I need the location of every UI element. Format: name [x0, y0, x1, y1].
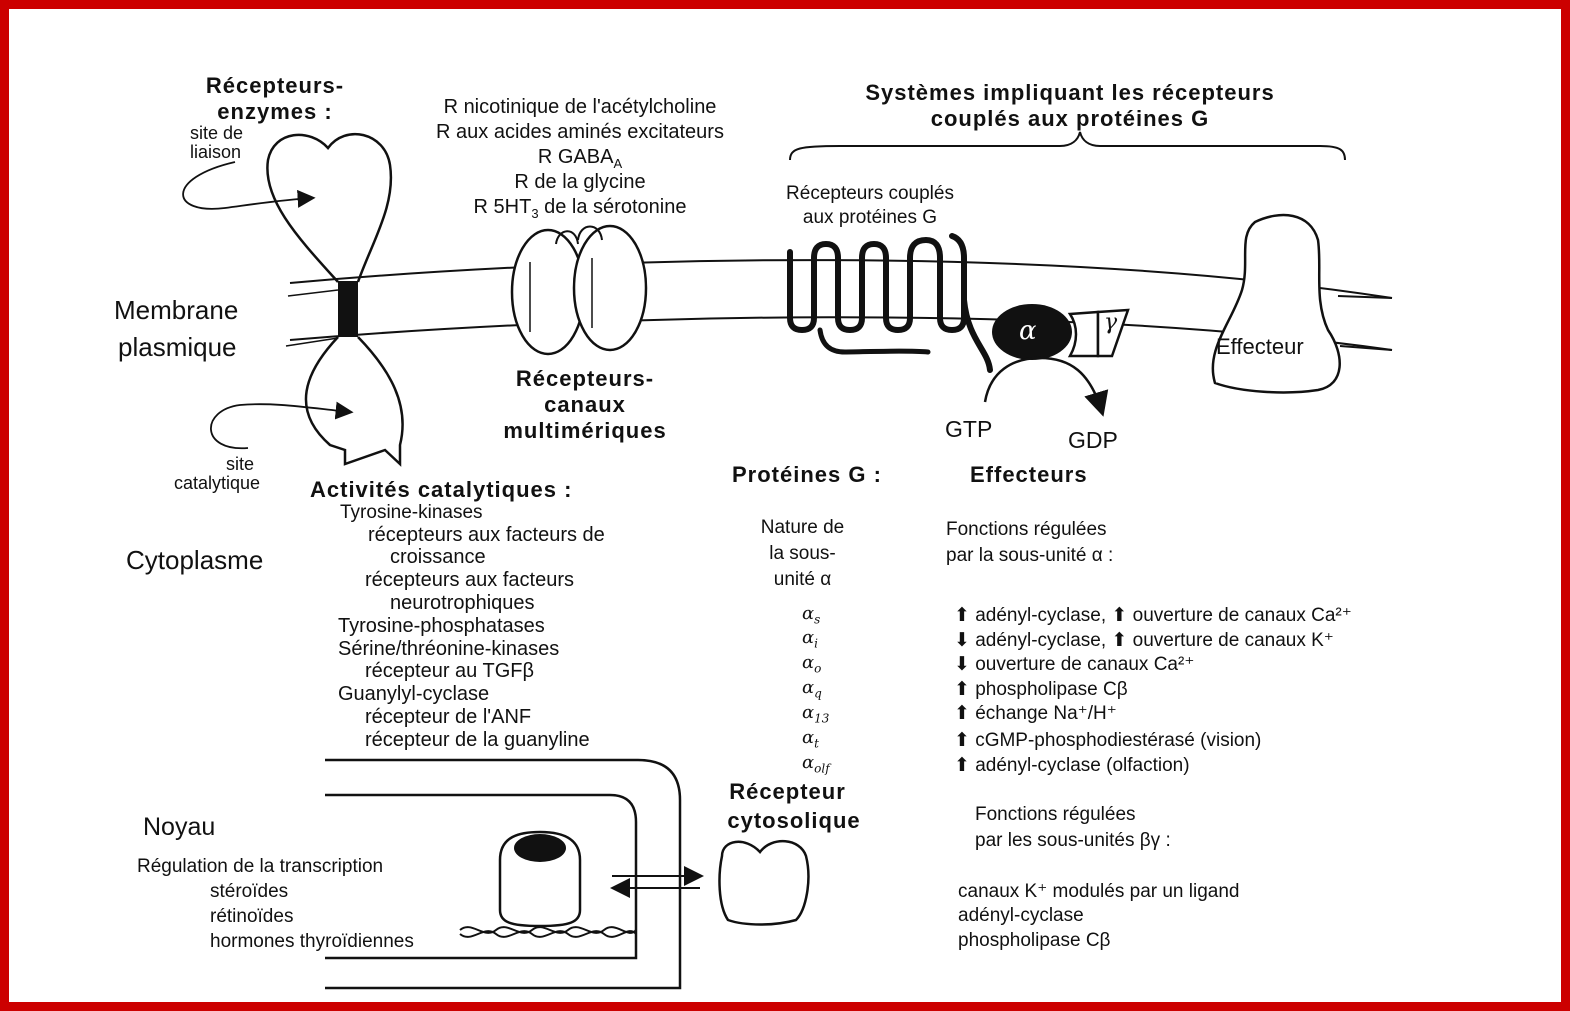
effector-membrane-line-2	[1339, 345, 1393, 351]
receptor-enzyme-transmembrane	[338, 281, 358, 337]
alpha-subunit-13: α13	[802, 702, 830, 726]
catalytic-item-7: Sérine/thréonine-kinases	[338, 638, 560, 660]
channel-receptor-item-5: R 5HT3 de la sérotonine	[473, 196, 687, 221]
cell-boundary-outer	[325, 758, 682, 990]
bg-function-3: phospholipase Cβ	[958, 930, 1111, 951]
membrane-label-2: plasmique	[118, 332, 237, 362]
channel-receptors-title-1: Récepteurs-	[515, 366, 655, 391]
alpha-subunit-q: αq	[802, 677, 822, 701]
effectors-title: Effecteurs	[970, 462, 1088, 487]
effector-shape	[1211, 213, 1341, 394]
g-proteins-title: Protéines G :	[732, 462, 882, 487]
alpha-function-4: ⬆ phospholipase Cβ	[954, 679, 1128, 700]
alpha-function-3: ⬇ ouverture de canaux Ca²⁺	[954, 654, 1195, 675]
bg-function-2: adényl-cyclase	[958, 905, 1084, 926]
channel-receptor-item-2: R aux acides aminés excitateurs	[436, 121, 724, 143]
effector-membrane-line-1	[1337, 295, 1393, 299]
gtp-gdp-exchange-arrow	[983, 356, 1109, 417]
cytoplasm-label: Cytoplasme	[126, 545, 264, 575]
alpha-subunit-t: αt	[802, 727, 819, 751]
binding-site-label-1: site de	[190, 123, 244, 143]
nucleus-item-2: stéroïdes	[210, 881, 289, 902]
catalytic-item-6: Tyrosine-phosphatases	[338, 615, 545, 637]
catalytic-item-3: croissance	[390, 546, 486, 568]
catalytic-item-10: récepteur de l'ANF	[365, 706, 532, 728]
receptor-enzymes-title-2: enzymes :	[217, 99, 333, 124]
alpha-subunit-label: α	[1019, 316, 1037, 346]
alpha-nature-label-2: la sous-	[769, 543, 836, 564]
bg-functions-header-1: Fonctions régulées	[975, 804, 1136, 825]
catalytic-site-label-2: catalytique	[174, 473, 261, 493]
gpcr-label-2: aux protéines G	[802, 207, 938, 228]
nucleus-item-3: rétinoïdes	[210, 906, 294, 927]
cytosolic-receptor-title-1: Récepteur	[729, 779, 846, 804]
catalytic-site-label-1: site	[225, 454, 254, 474]
g-alpha-subunit	[992, 304, 1072, 360]
binding-site-label-2: liaison	[190, 142, 242, 162]
alpha-subunit-i: αi	[802, 627, 818, 651]
nucleus-title: Noyau	[143, 813, 216, 841]
alpha-functions-header-2: par la sous-unité α :	[946, 545, 1114, 566]
catalytic-item-9: Guanylyl-cyclase	[338, 683, 490, 705]
membrane-outer-line	[289, 259, 1393, 299]
membrane-label-1: Membrane	[114, 295, 239, 325]
nucleus-item-4: hormones thyroïdiennes	[210, 931, 414, 952]
5ht-subscript: 3	[531, 206, 539, 221]
membrane-pointer-1	[287, 289, 339, 297]
catalytic-item-4: récepteurs aux facteurs	[365, 569, 574, 591]
catalytic-site-arrow	[210, 401, 354, 449]
alpha-subunit-s: αs	[802, 603, 821, 627]
alpha-subunit-o: αo	[802, 652, 822, 676]
gpcr-systems-title-1: Systèmes impliquant les récepteurs	[865, 80, 1275, 105]
channel-receptor-item-3: R GABAA	[537, 146, 623, 171]
catalytic-item-8: récepteur au TGFβ	[365, 660, 534, 682]
catalytic-activities-title: Activités catalytiques :	[310, 477, 573, 502]
alpha-function-6: ⬆ cGMP-phosphodiestérasé (vision)	[954, 730, 1262, 751]
alpha-function-7: ⬆ adényl-cyclase (olfaction)	[954, 755, 1190, 776]
gpcr-systems-title-2: couplés aux protéines G	[930, 106, 1210, 131]
catalytic-item-2: récepteurs aux facteurs de	[368, 524, 605, 546]
gpcr-systems-brace	[789, 131, 1346, 161]
receptor-enzyme-intracellular-domain	[304, 336, 404, 467]
catalytic-item-5: neurotrophiques	[390, 592, 535, 614]
catalytic-item-1: Tyrosine-kinases	[340, 502, 483, 523]
bg-functions-header-2: par les sous-unités βγ :	[975, 830, 1171, 851]
alpha-functions-header-1: Fonctions régulées	[946, 519, 1107, 540]
binding-site-arrow	[182, 161, 316, 210]
catalytic-item-11: récepteur de la guanyline	[365, 729, 590, 751]
gdp-label: GDP	[1068, 427, 1118, 453]
channel-receptors-title-2: canaux	[544, 392, 626, 417]
alpha-nature-label-3: unité α	[773, 569, 832, 590]
receptor-enzyme-extracellular-domain	[266, 132, 393, 283]
nucleus-item-1: Régulation de la transcription	[137, 856, 384, 877]
channel-receptor-item-4: R de la glycine	[514, 171, 646, 193]
receptor-enzymes-title-1: Récepteurs-	[205, 73, 345, 98]
channel-receptors-title-3: multimériques	[503, 418, 667, 443]
membrane-pointer-2	[285, 337, 339, 347]
nuclear-receptor-ligand	[514, 834, 566, 862]
alpha-subunit-olf: αolf	[802, 752, 830, 776]
gpcr-label-1: Récepteurs couplés	[786, 183, 954, 204]
channel-receptor-shape	[510, 224, 648, 356]
gamma-subunit-label: γ	[1104, 310, 1118, 335]
alpha-nature-label-1: Nature de	[760, 517, 845, 538]
dna-strand-2	[459, 930, 637, 938]
alpha-function-5: ⬆ échange Na⁺/H⁺	[954, 703, 1117, 724]
gpcr-seven-transmembrane	[787, 233, 993, 373]
g-gamma-subunit	[1096, 308, 1130, 358]
bg-function-1: canaux K⁺ modulés par un ligand	[958, 881, 1240, 902]
gtp-label: GTP	[945, 416, 993, 442]
alpha-function-1: ⬆ adényl-cyclase, ⬆ ouverture de canaux …	[954, 605, 1352, 626]
cytosolic-receptor-title-2: cytosolique	[727, 808, 861, 833]
cytosolic-receptor-shape	[718, 839, 810, 926]
g-beta-subunit	[1067, 310, 1100, 358]
alpha-function-2: ⬇ adényl-cyclase, ⬆ ouverture de canaux …	[954, 630, 1334, 651]
effector-label: Effecteur	[1216, 334, 1304, 359]
nucleus-boundary	[325, 793, 638, 960]
gaba-subscript: A	[613, 156, 623, 171]
gpcr-tail	[817, 327, 931, 355]
channel-receptor-item-1: R nicotinique de l'acétylcholine	[443, 96, 717, 118]
